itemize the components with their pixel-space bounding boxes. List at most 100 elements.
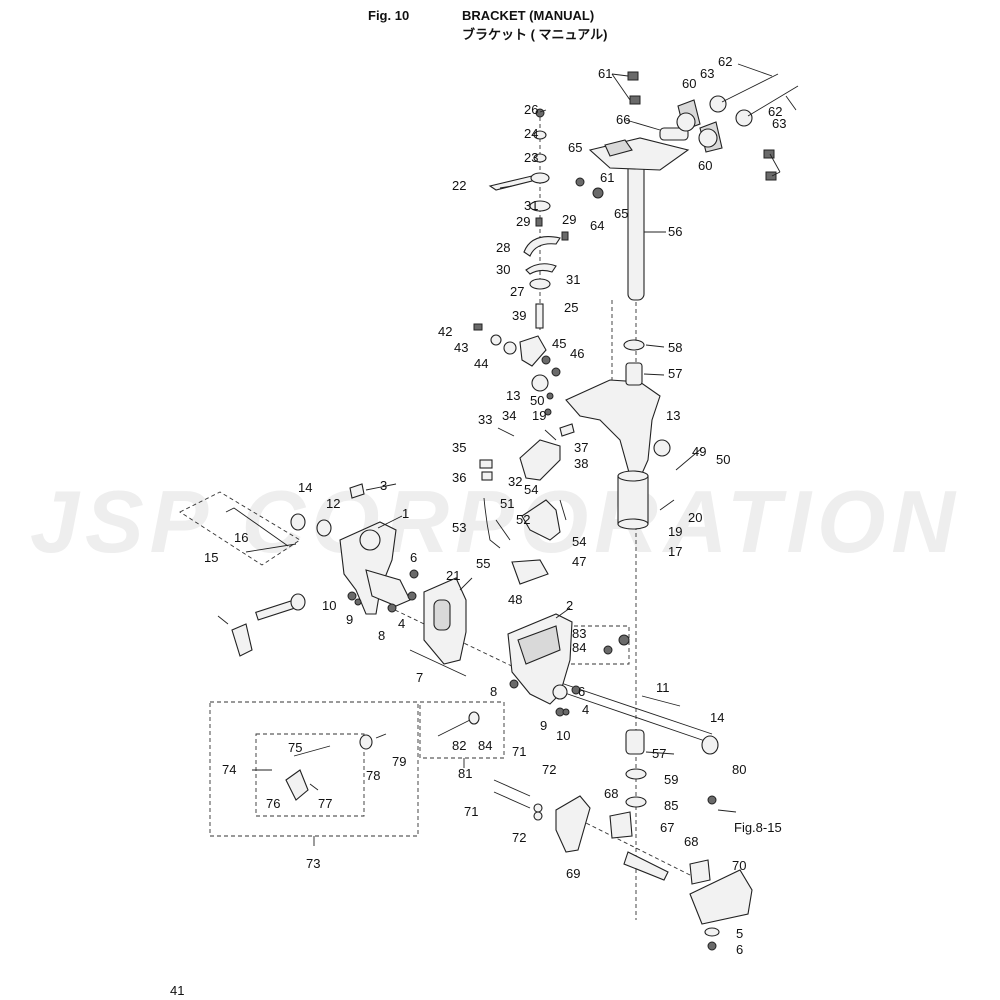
part-number-4: 4 [398,616,405,631]
leader-lines [245,63,797,846]
part-number-26: 26 [524,102,538,117]
part-number-61: 61 [600,170,614,185]
part-number-29: 29 [562,212,576,227]
part-number-45: 45 [552,336,566,351]
part-number-30: 30 [496,262,510,277]
part-number-4: 4 [582,702,589,717]
part-number-6: 6 [410,550,417,565]
part-number-79: 79 [392,754,406,769]
lower-parts [285,711,753,951]
part-number-80: 80 [732,762,746,777]
part-number-78: 78 [366,768,380,783]
group-box-73 [209,701,419,837]
part-number-23: 23 [524,150,538,165]
part-number-28: 28 [496,240,510,255]
part-number-83: 83 [572,626,586,641]
part-number-12: 12 [326,496,340,511]
part-number-62: 62 [718,54,732,69]
part-number-5: 5 [736,926,743,941]
tilt-pin-11 [555,681,719,755]
part-number-33: 33 [478,412,492,427]
part-number-13: 13 [506,388,520,403]
part-number-8: 8 [490,684,497,699]
part-number-39: 39 [512,308,526,323]
part-number-36: 36 [452,470,466,485]
bracket-blocks-60 [575,71,799,199]
part-number-10: 10 [556,728,570,743]
part-number-68: 68 [604,786,618,801]
part-number-35: 35 [452,440,466,455]
part-number-66: 66 [616,112,630,127]
part-number-68: 68 [684,834,698,849]
part-number-64: 64 [590,218,604,233]
part-number-31: 31 [566,272,580,287]
part-number-1: 1 [402,506,409,521]
part-number-7: 7 [416,670,423,685]
part-number-31: 31 [524,198,538,213]
part-number-32: 32 [508,474,522,489]
part-number-65: 65 [614,206,628,221]
part-number-46: 46 [570,346,584,361]
part-number-51: 51 [500,496,514,511]
part-number-71: 71 [512,744,526,759]
part-number-59: 59 [664,772,678,787]
part-number-29: 29 [516,214,530,229]
part-number-16: 16 [234,530,248,545]
part-number-54: 54 [524,482,538,497]
part-number-56: 56 [668,224,682,239]
part-number-19: 19 [668,524,682,539]
part-number-50: 50 [716,452,730,467]
part-number-14: 14 [710,710,724,725]
part-number-6: 6 [736,942,743,957]
group-box-83-84 [566,625,630,665]
part-number-43: 43 [454,340,468,355]
part-number-73: 73 [306,856,320,871]
tiller-shaft [588,127,690,301]
clamp-bracket-left [217,483,467,677]
part-number-19: 19 [532,408,546,423]
part-number-10: 10 [322,598,336,613]
part-number-20: 20 [688,510,702,525]
part-number-57: 57 [652,746,666,761]
part-number-11: 11 [656,680,670,695]
part-number-38: 38 [574,456,588,471]
part-number-47: 47 [572,554,586,569]
cross-reference-label: Fig.8-15 [734,820,782,835]
part-number-84: 84 [572,640,586,655]
part-number-49: 49 [692,444,706,459]
part-number-69: 69 [566,866,580,881]
part-number-74: 74 [222,762,236,777]
part-number-24: 24 [524,126,538,141]
swivel-bracket [531,339,703,530]
part-number-13: 13 [666,408,680,423]
part-number-76: 76 [266,796,280,811]
part-number-85: 85 [664,798,678,813]
part-number-57: 57 [668,366,682,381]
part-number-71: 71 [464,804,478,819]
part-number-25: 25 [564,300,578,315]
part-number-22: 22 [452,178,466,193]
part-number-34: 34 [502,408,516,423]
group-box-15 [179,491,301,566]
part-number-53: 53 [452,520,466,535]
part-number-82: 82 [452,738,466,753]
figure-number: Fig. 10 [368,8,410,23]
part-number-75: 75 [288,740,302,755]
part-number-52: 52 [516,512,530,527]
part-number-2: 2 [566,598,573,613]
part-number-9: 9 [346,612,353,627]
part-number-84: 84 [478,738,492,753]
part-number-81: 81 [458,766,472,781]
part-number-15: 15 [204,550,218,565]
watermark: JSP CORPORATION [30,472,961,571]
part-number-3: 3 [380,478,387,493]
part-number-14: 14 [298,480,312,495]
part-number-54: 54 [572,534,586,549]
part-number-63: 63 [700,66,714,81]
part-number-42: 42 [438,324,452,339]
part-number-61: 61 [598,66,612,81]
part-number-55: 55 [476,556,490,571]
